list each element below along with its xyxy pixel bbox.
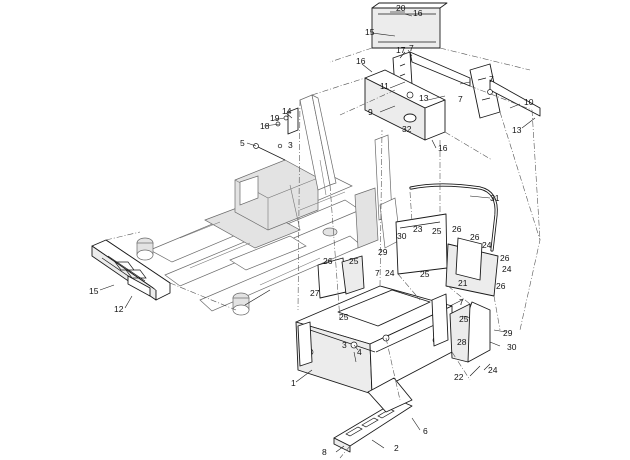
callout-1: 1 <box>291 378 296 388</box>
callout-29: 29 <box>503 328 513 338</box>
callout-23: 23 <box>413 224 423 234</box>
callout-8: 8 <box>322 447 327 457</box>
step-plate-part-2 <box>333 377 413 453</box>
callout-labels: 20 16 15 17 7 16 11 13 7 7 10 9 32 13 16… <box>89 3 534 457</box>
callout-30: 30 <box>507 342 517 352</box>
callout-26: 26 <box>452 224 462 234</box>
callout-24: 24 <box>385 268 395 278</box>
callout-13: 13 <box>419 93 429 103</box>
fender-part-27 <box>317 255 365 299</box>
callout-25: 25 <box>420 269 430 279</box>
callout-10: 10 <box>524 97 534 107</box>
callout-16: 16 <box>438 143 448 153</box>
hose-part-31 <box>409 183 498 252</box>
callout-2: 2 <box>394 443 399 453</box>
assembly-guides <box>105 47 541 459</box>
shaft-part-32 <box>403 113 417 123</box>
upper-plate-part-20 <box>371 2 448 49</box>
bracket-part-14 <box>287 107 299 135</box>
callout-7: 7 <box>458 94 463 104</box>
callout-32: 32 <box>402 124 412 134</box>
callout-25: 25 <box>432 226 442 236</box>
callout-16: 16 <box>413 8 423 18</box>
main-chassis-frame <box>136 94 401 316</box>
callout-31: 31 <box>490 193 500 203</box>
callout-3: 3 <box>342 340 347 350</box>
callout-6: 6 <box>423 426 428 436</box>
callout-18: 18 <box>260 121 270 131</box>
callout-3: 3 <box>288 140 293 150</box>
side-bracket-part-10 <box>469 63 541 119</box>
callout-4: 4 <box>357 347 362 357</box>
leader-lines <box>99 11 536 453</box>
callout-7: 7 <box>375 268 380 278</box>
callout-20: 20 <box>396 3 406 13</box>
callout-25: 25 <box>349 256 359 266</box>
callout-24: 24 <box>502 264 512 274</box>
callout-12: 12 <box>114 304 124 314</box>
side-guard-part-28 <box>449 301 491 363</box>
callout-24: 24 <box>488 365 498 375</box>
callout-14: 14 <box>282 106 292 116</box>
callout-7: 7 <box>409 43 414 53</box>
callout-11: 11 <box>380 81 389 91</box>
shield-part-21 <box>445 237 499 297</box>
callout-16: 16 <box>356 56 366 66</box>
rear-frame-part-1 <box>295 285 453 395</box>
callout-28: 28 <box>457 337 467 347</box>
callout-22: 22 <box>454 372 464 382</box>
callout-7: 7 <box>489 74 494 84</box>
front-bumper-part-12 <box>91 239 171 301</box>
callout-19: 19 <box>270 113 280 123</box>
callout-26: 26 <box>323 256 333 266</box>
callout-7: 7 <box>459 297 464 307</box>
callout-25: 25 <box>459 314 469 324</box>
cross-beam-part-9 <box>364 69 446 141</box>
callout-13: 13 <box>512 125 522 135</box>
callout-24: 24 <box>482 240 492 250</box>
callout-17: 17 <box>396 45 406 55</box>
callout-26: 26 <box>496 281 506 291</box>
callout-15: 15 <box>365 27 375 37</box>
callout-30: 30 <box>397 231 407 241</box>
callout-26: 26 <box>500 253 510 263</box>
callout-9: 9 <box>368 107 373 117</box>
shield-part-23 <box>395 213 448 275</box>
callout-29: 29 <box>378 247 388 257</box>
callout-5: 5 <box>240 138 245 148</box>
callout-27: 27 <box>310 288 320 298</box>
callout-26: 26 <box>470 232 480 242</box>
callout-21: 21 <box>458 278 468 288</box>
callout-25: 25 <box>339 312 349 322</box>
callout-15: 15 <box>89 286 99 296</box>
